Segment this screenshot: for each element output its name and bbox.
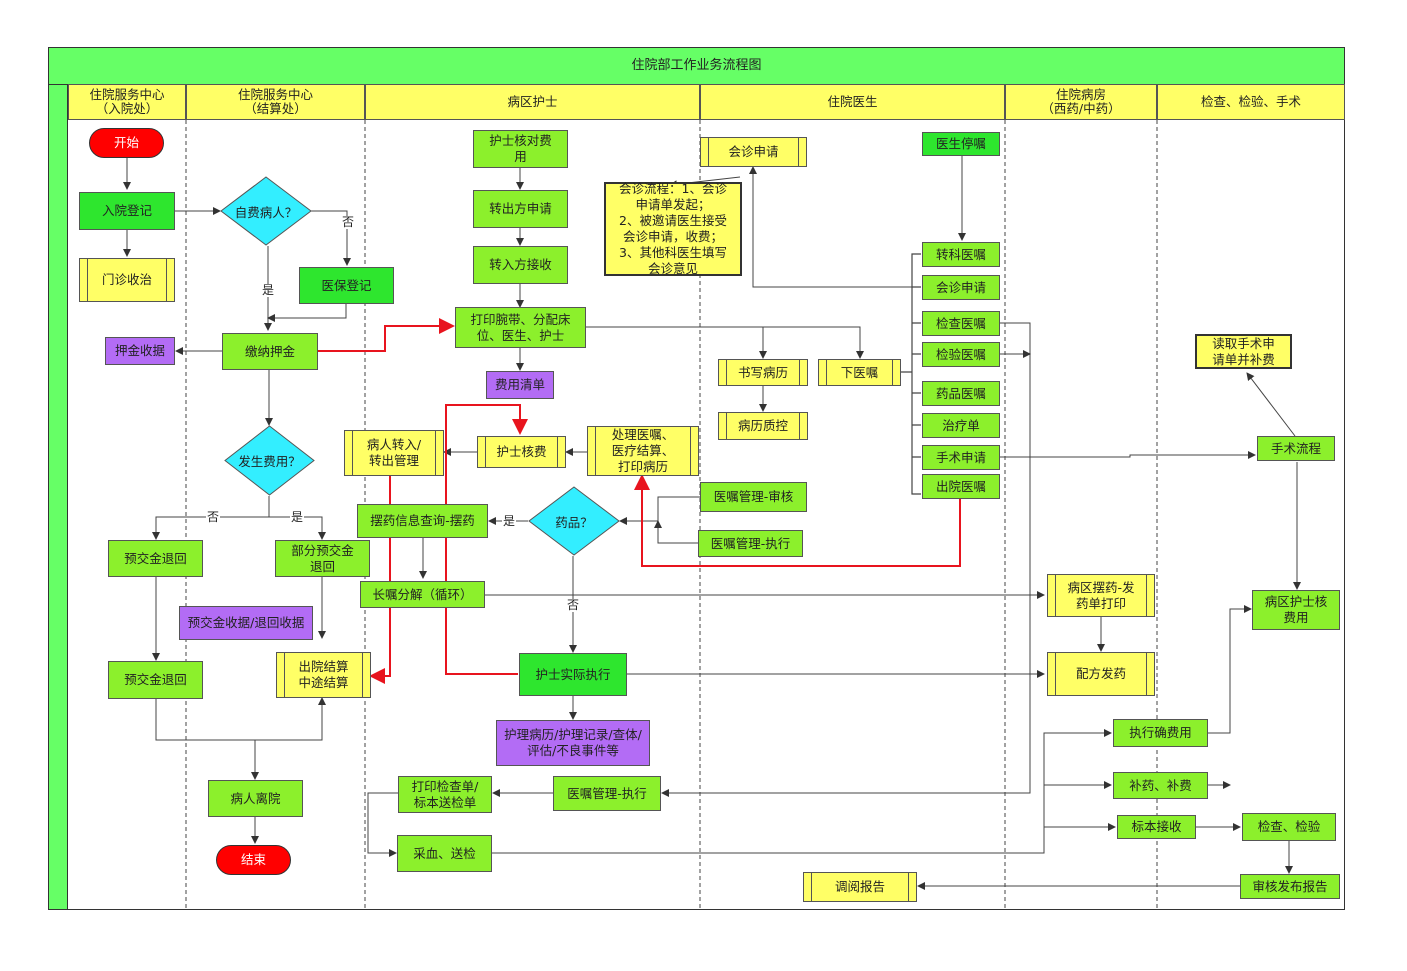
print-check-form: 打印检查单/ 标本送检单 [398, 776, 492, 813]
lane-header-doctor: 住院医生 [700, 84, 1005, 120]
consult-request: 会诊申请 [700, 137, 807, 167]
lane-header-ward-nurse: 病区护士 [365, 84, 700, 120]
prescription-dispense: 配方发药 [1047, 652, 1155, 696]
order-exec-nurse: 医嘱管理-执行 [553, 776, 661, 811]
nurse-actual-exec: 护士实际执行 [519, 653, 627, 696]
process-orders: 处理医嘱、 医疗结算、 打印病历 [587, 426, 699, 476]
order-drug: 药品医嘱 [922, 381, 1000, 406]
outpatient-admit: 门诊收治 [79, 258, 175, 302]
read-surgery-request: 读取手术申 请单并补费 [1195, 334, 1292, 369]
specimen-receive: 标本接收 [1117, 815, 1196, 839]
doctor-stop-order: 医生停嘱 [922, 132, 1000, 156]
nurse-check-fee: 护士核对费 用 [473, 130, 568, 168]
end-terminal: 结束 [216, 845, 291, 875]
cost-incurred-decision-label: 发生费用？ [238, 454, 301, 469]
lane-header-settlement: 住院服务中心 （结算处） [186, 84, 365, 120]
order-treatment: 治疗单 [922, 413, 1000, 438]
drug-decision: 药品？ [528, 486, 620, 556]
self-pay-decision-label: 自费病人？ [234, 204, 298, 220]
supplement-drug-fee: 补药、补费 [1113, 772, 1208, 799]
ward-dispense-print: 病区摆药-发 药单打印 [1047, 574, 1155, 617]
discharge-settlement: 出院结算 中途结算 [276, 652, 371, 698]
cost-incurred-decision: 发生费用？ [224, 425, 315, 496]
self-pay-decision: 自费病人？ [220, 176, 312, 246]
partial-refund: 部分预交金 退回 [275, 540, 370, 577]
drug-decision-label: 药品？ [555, 514, 593, 530]
order-discharge: 出院医嘱 [922, 474, 1000, 499]
lane-header-exam: 检查、检验、手术 [1157, 84, 1345, 120]
transfer-in-receive: 转入方接收 [473, 246, 568, 284]
pay-deposit: 缴纳押金 [222, 333, 318, 370]
cost-list-doc: 费用清单 [486, 371, 554, 399]
patient-leave: 病人离院 [208, 780, 303, 817]
label-no-cost: 否 [206, 510, 221, 524]
issue-order: 下医嘱 [818, 359, 901, 386]
audit-publish-report: 审核发布报告 [1240, 874, 1340, 899]
order-execute: 医嘱管理-执行 [698, 530, 803, 557]
lane-header-inpatient: 住院服务中心 （入院处） [68, 84, 186, 120]
record-quality-control: 病历质控 [718, 412, 808, 440]
print-wristband-assign: 打印腕带、分配床 位、医生、护士 [455, 307, 586, 348]
view-report: 调阅报告 [803, 872, 917, 902]
label-no-selfpay: 否 [341, 215, 356, 229]
order-transfer: 转科医嘱 [922, 242, 1000, 267]
label-no-drug: 否 [566, 598, 581, 612]
nursing-records-doc: 护理病历/护理记录/查体/ 评估/不良事件等 [496, 720, 650, 766]
left-band [48, 84, 68, 910]
refund-receipt-doc: 预交金收据/退回收据 [179, 606, 313, 640]
blood-sample: 采血、送检 [397, 835, 492, 872]
surgery-flow: 手术流程 [1257, 436, 1335, 461]
refund-advance-2: 预交金退回 [108, 661, 203, 699]
consult-process-note: 会诊流程：1、会诊 申请单发起； 2、被邀请医生接受 会诊申请，收费； 3、其他… [604, 181, 742, 276]
nurse-verify-fee: 护士核费 [477, 436, 566, 468]
patient-transfer-mgmt: 病人转入/ 转出管理 [344, 430, 444, 476]
exam-lab: 检查、检验 [1242, 813, 1336, 841]
transfer-out-request: 转出方申请 [473, 190, 568, 228]
refund-advance-1: 预交金退回 [108, 540, 203, 577]
long-order-split: 长嘱分解（循环） [360, 581, 485, 608]
dispense-query: 摆药信息查询-摆药 [357, 504, 488, 538]
order-lab: 检验医嘱 [922, 342, 1000, 367]
admission-register: 入院登记 [79, 192, 175, 230]
write-medical-record: 书写病历 [718, 359, 808, 386]
lane-header-pharmacy: 住院病房 （西药/中药） [1005, 84, 1157, 120]
order-surgery: 手术申请 [922, 445, 1000, 470]
execute-confirm-fee: 执行确费用 [1113, 719, 1208, 747]
label-yes-cost: 是 [290, 510, 305, 524]
label-yes-drug: 是 [502, 514, 517, 528]
insurance-register: 医保登记 [299, 267, 394, 304]
ward-nurse-fee: 病区护士核 费用 [1252, 590, 1340, 630]
deposit-receipt-doc: 押金收据 [105, 337, 175, 365]
order-audit: 医嘱管理-审核 [700, 482, 807, 512]
label-yes-selfpay: 是 [261, 283, 276, 297]
order-exam: 检查医嘱 [922, 311, 1000, 336]
start-terminal: 开始 [89, 128, 164, 158]
order-consult: 会诊申请 [922, 275, 1000, 300]
